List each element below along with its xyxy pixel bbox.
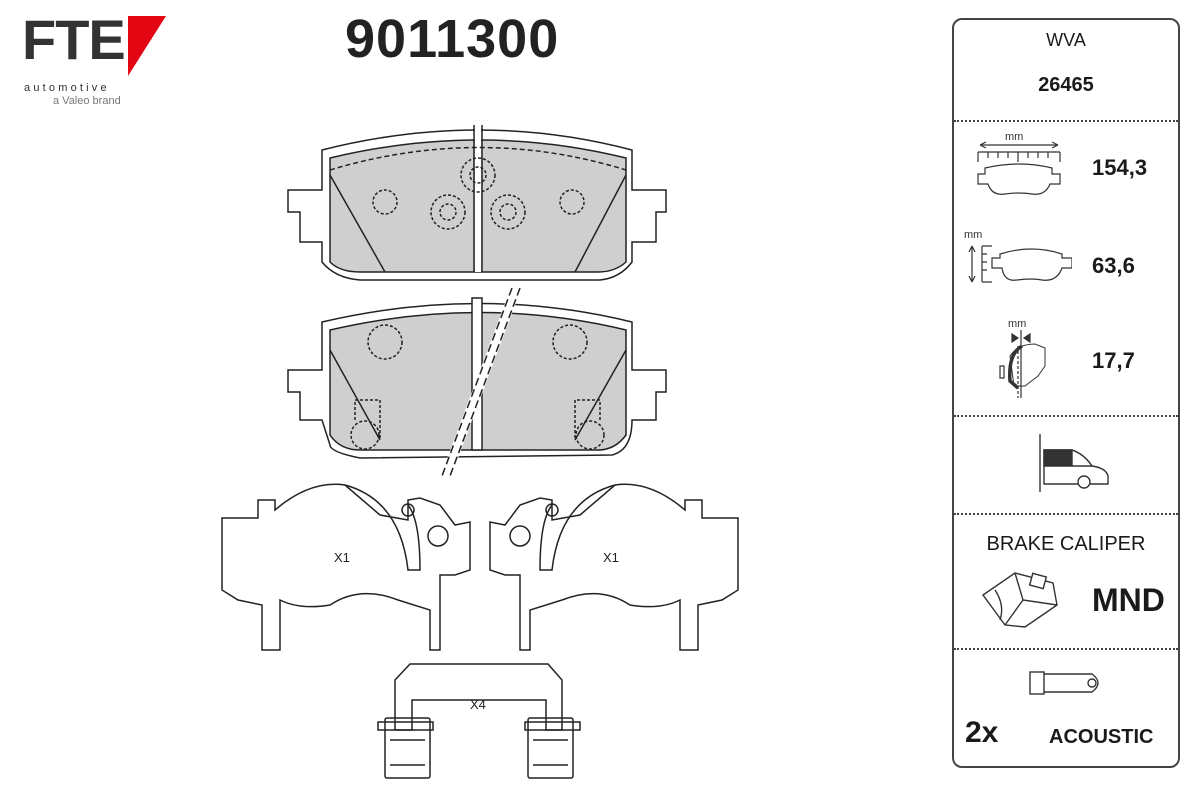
divider [954, 513, 1178, 515]
thickness-value: 17,7 [1092, 348, 1135, 373]
brake-pad-drawing: X1 X1 X4 [221, 125, 739, 779]
thickness-icon: mm [999, 318, 1046, 398]
brake-caliper-value: MND [1092, 582, 1165, 618]
thickness-unit: mm [1008, 318, 1026, 330]
logo-accent-icon [128, 16, 166, 76]
brake-caliper-label: BRAKE CALIPER [986, 533, 1146, 555]
divider [954, 648, 1178, 650]
height-value: 63,6 [1092, 253, 1135, 278]
divider [954, 415, 1178, 417]
retaining-clip [377, 663, 581, 779]
clip-quantity: X4 [470, 697, 486, 712]
wva-label: WVA [1046, 30, 1086, 50]
shim-left-quantity: X1 [334, 550, 350, 565]
shim-right-quantity: X1 [603, 550, 619, 565]
part-number: 9011300 [345, 9, 560, 69]
shim-left [221, 483, 471, 651]
shim-right [489, 483, 739, 651]
logo-subtagline: a Valeo brand [53, 95, 121, 107]
brake-caliper-icon [982, 572, 1058, 628]
logo-brand: FTE [22, 8, 126, 71]
height-icon: mm [964, 229, 1072, 283]
pad-top-view [287, 125, 667, 281]
length-unit: mm [1005, 131, 1023, 143]
logo-tagline: automotive [24, 82, 110, 94]
height-unit: mm [964, 229, 982, 241]
front-axle-car-icon [1039, 434, 1109, 492]
length-icon: mm [977, 131, 1061, 195]
pad-back-view [287, 286, 667, 478]
accessory-count: 2x [965, 716, 999, 749]
length-value: 154,3 [1092, 155, 1148, 180]
accessory-label: ACOUSTIC [1049, 726, 1154, 748]
wva-value: 26465 [1038, 74, 1094, 96]
divider [954, 120, 1178, 122]
wear-sensor-icon [1029, 671, 1099, 695]
spec-panel [952, 18, 1180, 768]
